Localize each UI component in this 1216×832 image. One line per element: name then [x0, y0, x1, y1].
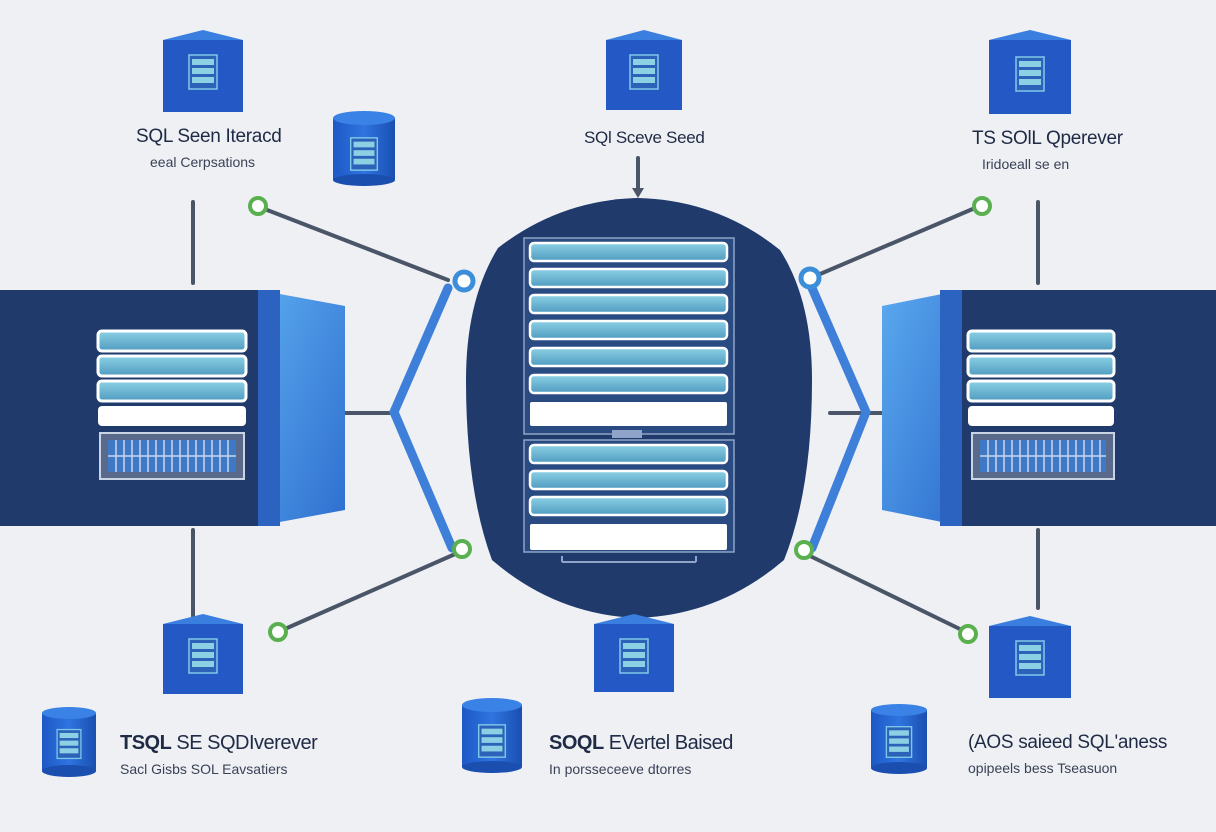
connector-nodes	[248, 196, 992, 644]
label-subtitle: Sacl Gisbs SOL Eavsatiers	[120, 761, 288, 777]
database-cube-icon	[594, 614, 674, 692]
label-top-center: SQl Sceve Seed	[584, 128, 705, 148]
database-cube-icon	[989, 616, 1071, 698]
label-title-bold: TSQL	[120, 732, 172, 754]
label-subtitle: opipeels bess Tseasuon	[968, 760, 1118, 776]
right-server-block	[882, 290, 1216, 526]
label-subtitle: In porsseceeve dtorres	[549, 761, 692, 777]
node-icon	[268, 622, 288, 642]
database-cylinder-icon	[871, 704, 927, 774]
label-top-left: SQL Seen Iteracd eeal Cerpsations	[136, 126, 282, 170]
label-title: TS SOlL Qperever	[972, 128, 1123, 149]
label-bottom-right: (AOS saieed SQL'aness opipeels bess Tsea…	[968, 732, 1167, 776]
server-rack-rows	[966, 329, 1116, 426]
server-grille	[971, 432, 1115, 480]
label-title-bold: SOQL	[549, 732, 604, 754]
label-title: SE SQDIverever	[176, 732, 318, 754]
left-server-block	[0, 290, 345, 526]
server-rack-rows-lower	[523, 439, 735, 563]
node-icon	[972, 196, 992, 216]
database-cylinder-icon	[42, 707, 96, 777]
node-icon	[798, 266, 822, 290]
node-icon	[452, 539, 472, 559]
node-icon	[958, 624, 978, 644]
database-cube-icon	[989, 30, 1071, 114]
label-bottom-left: TSQL SE SQDIverever Sacl Gisbs SOL Eavsa…	[120, 732, 318, 777]
label-subtitle: Iridoeall se en	[982, 156, 1070, 172]
database-cube-icon	[163, 614, 243, 694]
label-top-right: TS SOlL Qperever Iridoeall se en	[972, 128, 1123, 172]
node-icon	[452, 269, 476, 293]
server-grille	[99, 432, 245, 480]
server-rack-rows	[96, 329, 248, 426]
database-cylinder-icon	[462, 698, 522, 773]
label-title: SQl Sceve Seed	[584, 128, 705, 147]
label-subtitle: eeal Cerpsations	[150, 154, 256, 170]
label-title: EVertel Baised	[608, 732, 734, 754]
database-cube-icon	[163, 30, 243, 112]
label-title: SQL Seen Iteracd	[136, 126, 282, 147]
arrowhead-icon	[632, 188, 644, 198]
database-cylinder-icon	[333, 111, 395, 186]
label-bottom-center: SOQL EVertel Baised In porsseceeve dtorr…	[549, 732, 733, 777]
database-cube-icon	[606, 30, 682, 110]
server-rack-rows-upper	[523, 237, 735, 438]
label-title: (AOS saieed SQL'aness	[968, 732, 1168, 753]
node-icon	[248, 196, 268, 216]
node-icon	[794, 540, 814, 560]
central-server	[466, 198, 812, 618]
blue-link-arms	[389, 283, 871, 553]
